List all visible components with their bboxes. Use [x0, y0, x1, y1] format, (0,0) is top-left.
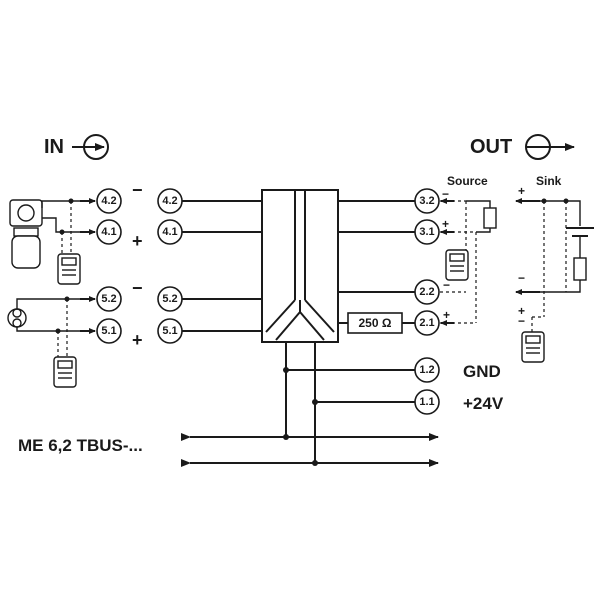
svg-text:5.1: 5.1 [101, 325, 116, 337]
resistor-250-ohm: 250 Ω [347, 312, 403, 334]
input-terminal-5-2-left: 5.2 [96, 286, 122, 312]
output-terminal-2-1: 2.1 [414, 310, 440, 336]
svg-text:3.1: 3.1 [419, 226, 434, 238]
in-label: IN [44, 136, 64, 158]
plus-sign: + [442, 217, 449, 231]
plus-sign: + [518, 184, 525, 198]
plus-sign: + [518, 304, 525, 318]
hart-handheld-icon [53, 356, 77, 388]
output-terminal-3-1: 3.1 [414, 219, 440, 245]
svg-text:5.1: 5.1 [162, 325, 177, 337]
input-terminal-5-1-left: 5.1 [96, 318, 122, 344]
minus-sign: − [518, 271, 525, 285]
load-resistor-icon [573, 257, 587, 281]
input-terminal-5-1-right: 5.1 [157, 318, 183, 344]
hart-handheld-icon [445, 249, 469, 281]
minus-sign: − [132, 278, 143, 298]
svg-text:2.1: 2.1 [419, 317, 434, 329]
output-terminal-1-2: 1.2 [414, 357, 440, 383]
svg-text:2.2: 2.2 [419, 286, 434, 298]
plus-sign: + [132, 330, 143, 350]
svg-text:5.2: 5.2 [101, 293, 116, 305]
load-resistor-icon [483, 207, 497, 229]
output-terminal-3-2: 3.2 [414, 188, 440, 214]
hart-handheld-icon [521, 331, 545, 363]
output-terminal-2-2: 2.2 [414, 279, 440, 305]
sink-label: Sink [536, 174, 562, 188]
minus-sign: − [442, 187, 449, 201]
minus-sign: − [443, 278, 450, 292]
supply-label: +24V [463, 394, 504, 413]
gnd-label: GND [463, 362, 501, 381]
out-arrow-icon [525, 134, 575, 160]
svg-text:4.1: 4.1 [101, 226, 116, 238]
input-terminal-5-2-right: 5.2 [157, 286, 183, 312]
hart-handheld-icon [57, 253, 81, 285]
current-source-icon [7, 308, 27, 328]
input-terminal-4-2-left: 4.2 [96, 188, 122, 214]
svg-text:3.2: 3.2 [419, 195, 434, 207]
in-arrow-icon [72, 134, 109, 160]
output-terminal-1-1: 1.1 [414, 389, 440, 415]
input-terminal-4-1-right: 4.1 [157, 219, 183, 245]
input-terminal-4-1-left: 4.1 [96, 219, 122, 245]
svg-text:4.1: 4.1 [162, 226, 177, 238]
svg-text:1.1: 1.1 [419, 396, 434, 408]
svg-text:5.2: 5.2 [162, 293, 177, 305]
plus-sign: + [443, 308, 450, 322]
minus-sign: − [518, 314, 525, 328]
minus-sign: − [132, 180, 143, 200]
svg-text:4.2: 4.2 [101, 195, 116, 207]
isolator-module [261, 189, 339, 343]
svg-text:4.2: 4.2 [162, 195, 177, 207]
battery-icon [566, 227, 594, 237]
source-label: Source [447, 174, 488, 188]
plus-sign: + [132, 231, 143, 251]
svg-text:250 Ω: 250 Ω [359, 316, 392, 330]
bus-label: ME 6,2 TBUS-... [18, 436, 143, 455]
out-label: OUT [470, 136, 512, 158]
svg-text:1.2: 1.2 [419, 364, 434, 376]
bus-connector [181, 433, 439, 467]
pressure-transmitter-icon [9, 199, 43, 269]
input-terminal-4-2-right: 4.2 [157, 188, 183, 214]
